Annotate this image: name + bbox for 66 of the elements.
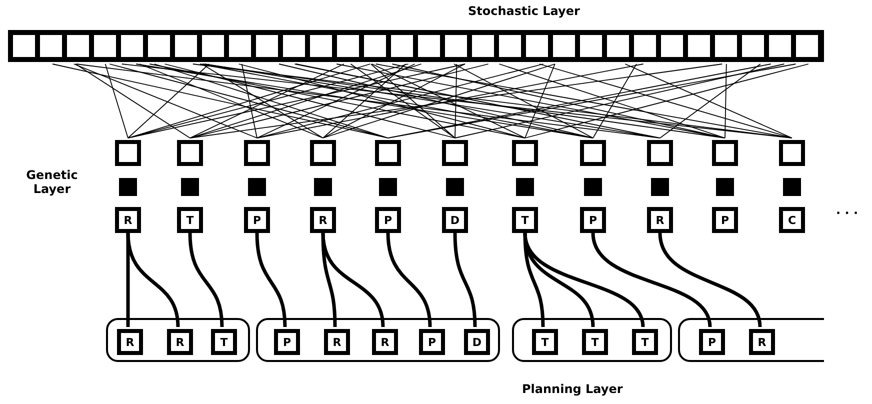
gene-box: T (177, 207, 203, 233)
filled-square (181, 178, 199, 196)
empty-box (177, 140, 203, 166)
group-frame (512, 318, 672, 362)
gene-box: R (115, 207, 141, 233)
connector-curve (386, 232, 432, 328)
group-frame (256, 318, 500, 362)
gene-box: T (512, 207, 538, 233)
gene-box: P (274, 329, 300, 355)
gene-box: T (632, 329, 658, 355)
filled-square (783, 178, 801, 196)
connector-curve (126, 232, 180, 328)
filled-square (379, 178, 397, 196)
filled-square (716, 178, 734, 196)
gene-box: D (442, 207, 468, 233)
gene-box: D (464, 329, 490, 355)
layer-label: Planning Layer (522, 382, 623, 396)
gene-box: C (779, 207, 805, 233)
empty-box (244, 140, 270, 166)
empty-box (779, 140, 805, 166)
gene-box: R (647, 207, 673, 233)
connector-curve (255, 232, 287, 328)
empty-box (310, 140, 336, 166)
filled-square (584, 178, 602, 196)
ellipsis-mark: · · · (836, 206, 858, 220)
empty-box (712, 140, 738, 166)
gene-box: R (749, 329, 775, 355)
connector-curve (658, 232, 762, 328)
filled-square (446, 178, 464, 196)
gene-box: P (244, 207, 270, 233)
filled-square (516, 178, 534, 196)
filled-square (248, 178, 266, 196)
gene-box: T (211, 329, 237, 355)
empty-box (375, 140, 401, 166)
gene-box: R (372, 329, 398, 355)
connection-lines (104, 64, 466, 138)
layer-title: Stochastic Layer (468, 4, 580, 18)
gene-box: R (117, 329, 143, 355)
layer-label: Genetic Layer (25, 168, 79, 196)
gene-box: P (699, 329, 725, 355)
group-frame (106, 318, 250, 362)
connection-lines (139, 64, 556, 138)
connector-curve (523, 232, 645, 328)
gene-box: P (712, 207, 738, 233)
gene-box: P (419, 329, 445, 355)
gene-box: P (375, 207, 401, 233)
empty-box (647, 140, 673, 166)
connector-curve (591, 232, 712, 328)
empty-box (580, 140, 606, 166)
connector-curve (188, 232, 224, 328)
filled-square (314, 178, 332, 196)
empty-box (512, 140, 538, 166)
connector-curve (453, 232, 477, 328)
gene-box: R (324, 329, 350, 355)
empty-box (115, 140, 141, 166)
empty-box (442, 140, 468, 166)
gene-box: R (310, 207, 336, 233)
gene-box: R (167, 329, 193, 355)
gene-box: T (532, 329, 558, 355)
connector-curve (321, 232, 385, 328)
gene-box: T (582, 329, 608, 355)
connection-lines (202, 64, 727, 138)
filled-square (119, 178, 137, 196)
group-frame (678, 318, 824, 362)
gene-box: P (580, 207, 606, 233)
filled-square (651, 178, 669, 196)
